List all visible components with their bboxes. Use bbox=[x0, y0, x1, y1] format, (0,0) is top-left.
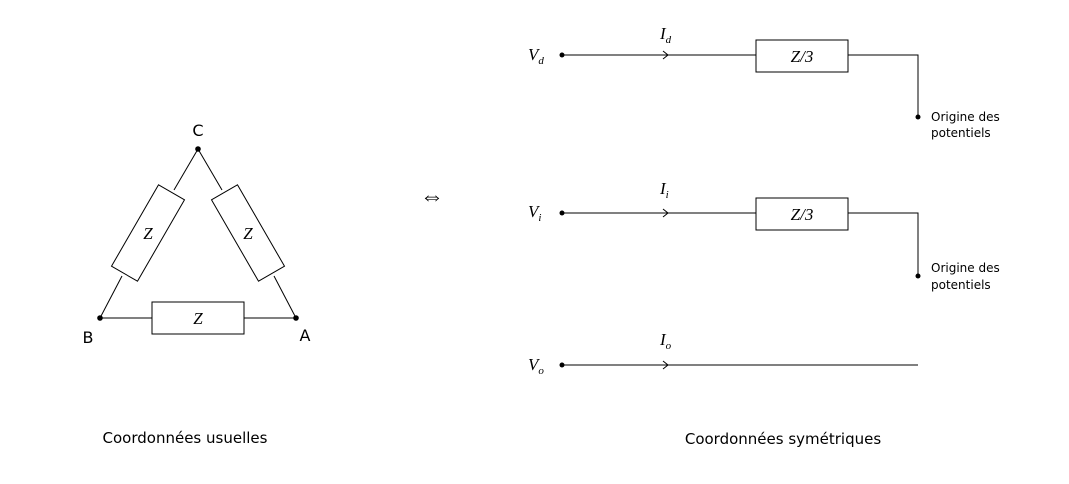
impedance-bottom-label: Z bbox=[193, 309, 203, 328]
inverse-sequence: Vi Ii Z/3 Origine des potentiels bbox=[528, 179, 1000, 292]
homopolar-sequence: Vo Io bbox=[528, 330, 918, 377]
impedance-left: Z bbox=[110, 184, 186, 282]
impedance-right: Z bbox=[210, 184, 286, 282]
node-b-dot bbox=[97, 315, 103, 321]
direct-ground-dot bbox=[915, 114, 921, 120]
node-c-label: C bbox=[192, 121, 203, 140]
delta-network: Z Z Z C B A Coordonnées usuelles bbox=[83, 121, 311, 447]
direct-ground-label-2: potentiels bbox=[931, 126, 991, 140]
wire-left-b bbox=[99, 275, 123, 319]
node-c-dot bbox=[195, 146, 201, 152]
direct-voltage: Vd bbox=[528, 45, 544, 67]
direct-current: Id bbox=[659, 24, 672, 46]
node-b-label: B bbox=[83, 328, 94, 347]
node-a-dot bbox=[293, 315, 299, 321]
inverse-wire-out bbox=[848, 212, 919, 276]
direct-wire-out bbox=[848, 54, 919, 117]
inverse-ground-label-1: Origine des bbox=[931, 261, 1000, 275]
direct-impedance bbox=[755, 39, 849, 73]
homopolar-current-arrow bbox=[662, 360, 669, 370]
direct-sequence: Vd Id Z/3 Origine des potentiels bbox=[528, 24, 1000, 140]
inverse-ground-dot bbox=[915, 273, 921, 279]
inverse-ground-label-2: potentiels bbox=[931, 278, 991, 292]
wire-c-right bbox=[197, 148, 223, 191]
homopolar-voltage: Vo bbox=[528, 355, 544, 377]
impedance-left-label: Z bbox=[143, 224, 153, 243]
direct-impedance-label: Z/3 bbox=[791, 47, 814, 66]
inverse-current-arrow bbox=[662, 208, 669, 218]
direct-ground-label-1: Origine des bbox=[931, 110, 1000, 124]
impedance-right-label: Z bbox=[243, 224, 253, 243]
direct-current-arrow bbox=[662, 50, 669, 60]
inverse-current: Ii bbox=[659, 179, 669, 201]
inverse-voltage: Vi bbox=[528, 202, 541, 224]
homopolar-current: Io bbox=[659, 330, 672, 352]
node-a-label: A bbox=[300, 326, 311, 345]
wire-right-a bbox=[273, 275, 297, 319]
wire-c-left bbox=[173, 148, 199, 191]
equivalence-symbol: ⇔ bbox=[420, 183, 444, 210]
inverse-impedance-label: Z/3 bbox=[791, 205, 814, 224]
caption-symmetric: Coordonnées symétriques bbox=[685, 430, 881, 448]
caption-usual: Coordonnées usuelles bbox=[103, 429, 268, 447]
inverse-impedance bbox=[755, 197, 849, 231]
impedance-bottom bbox=[151, 301, 245, 335]
